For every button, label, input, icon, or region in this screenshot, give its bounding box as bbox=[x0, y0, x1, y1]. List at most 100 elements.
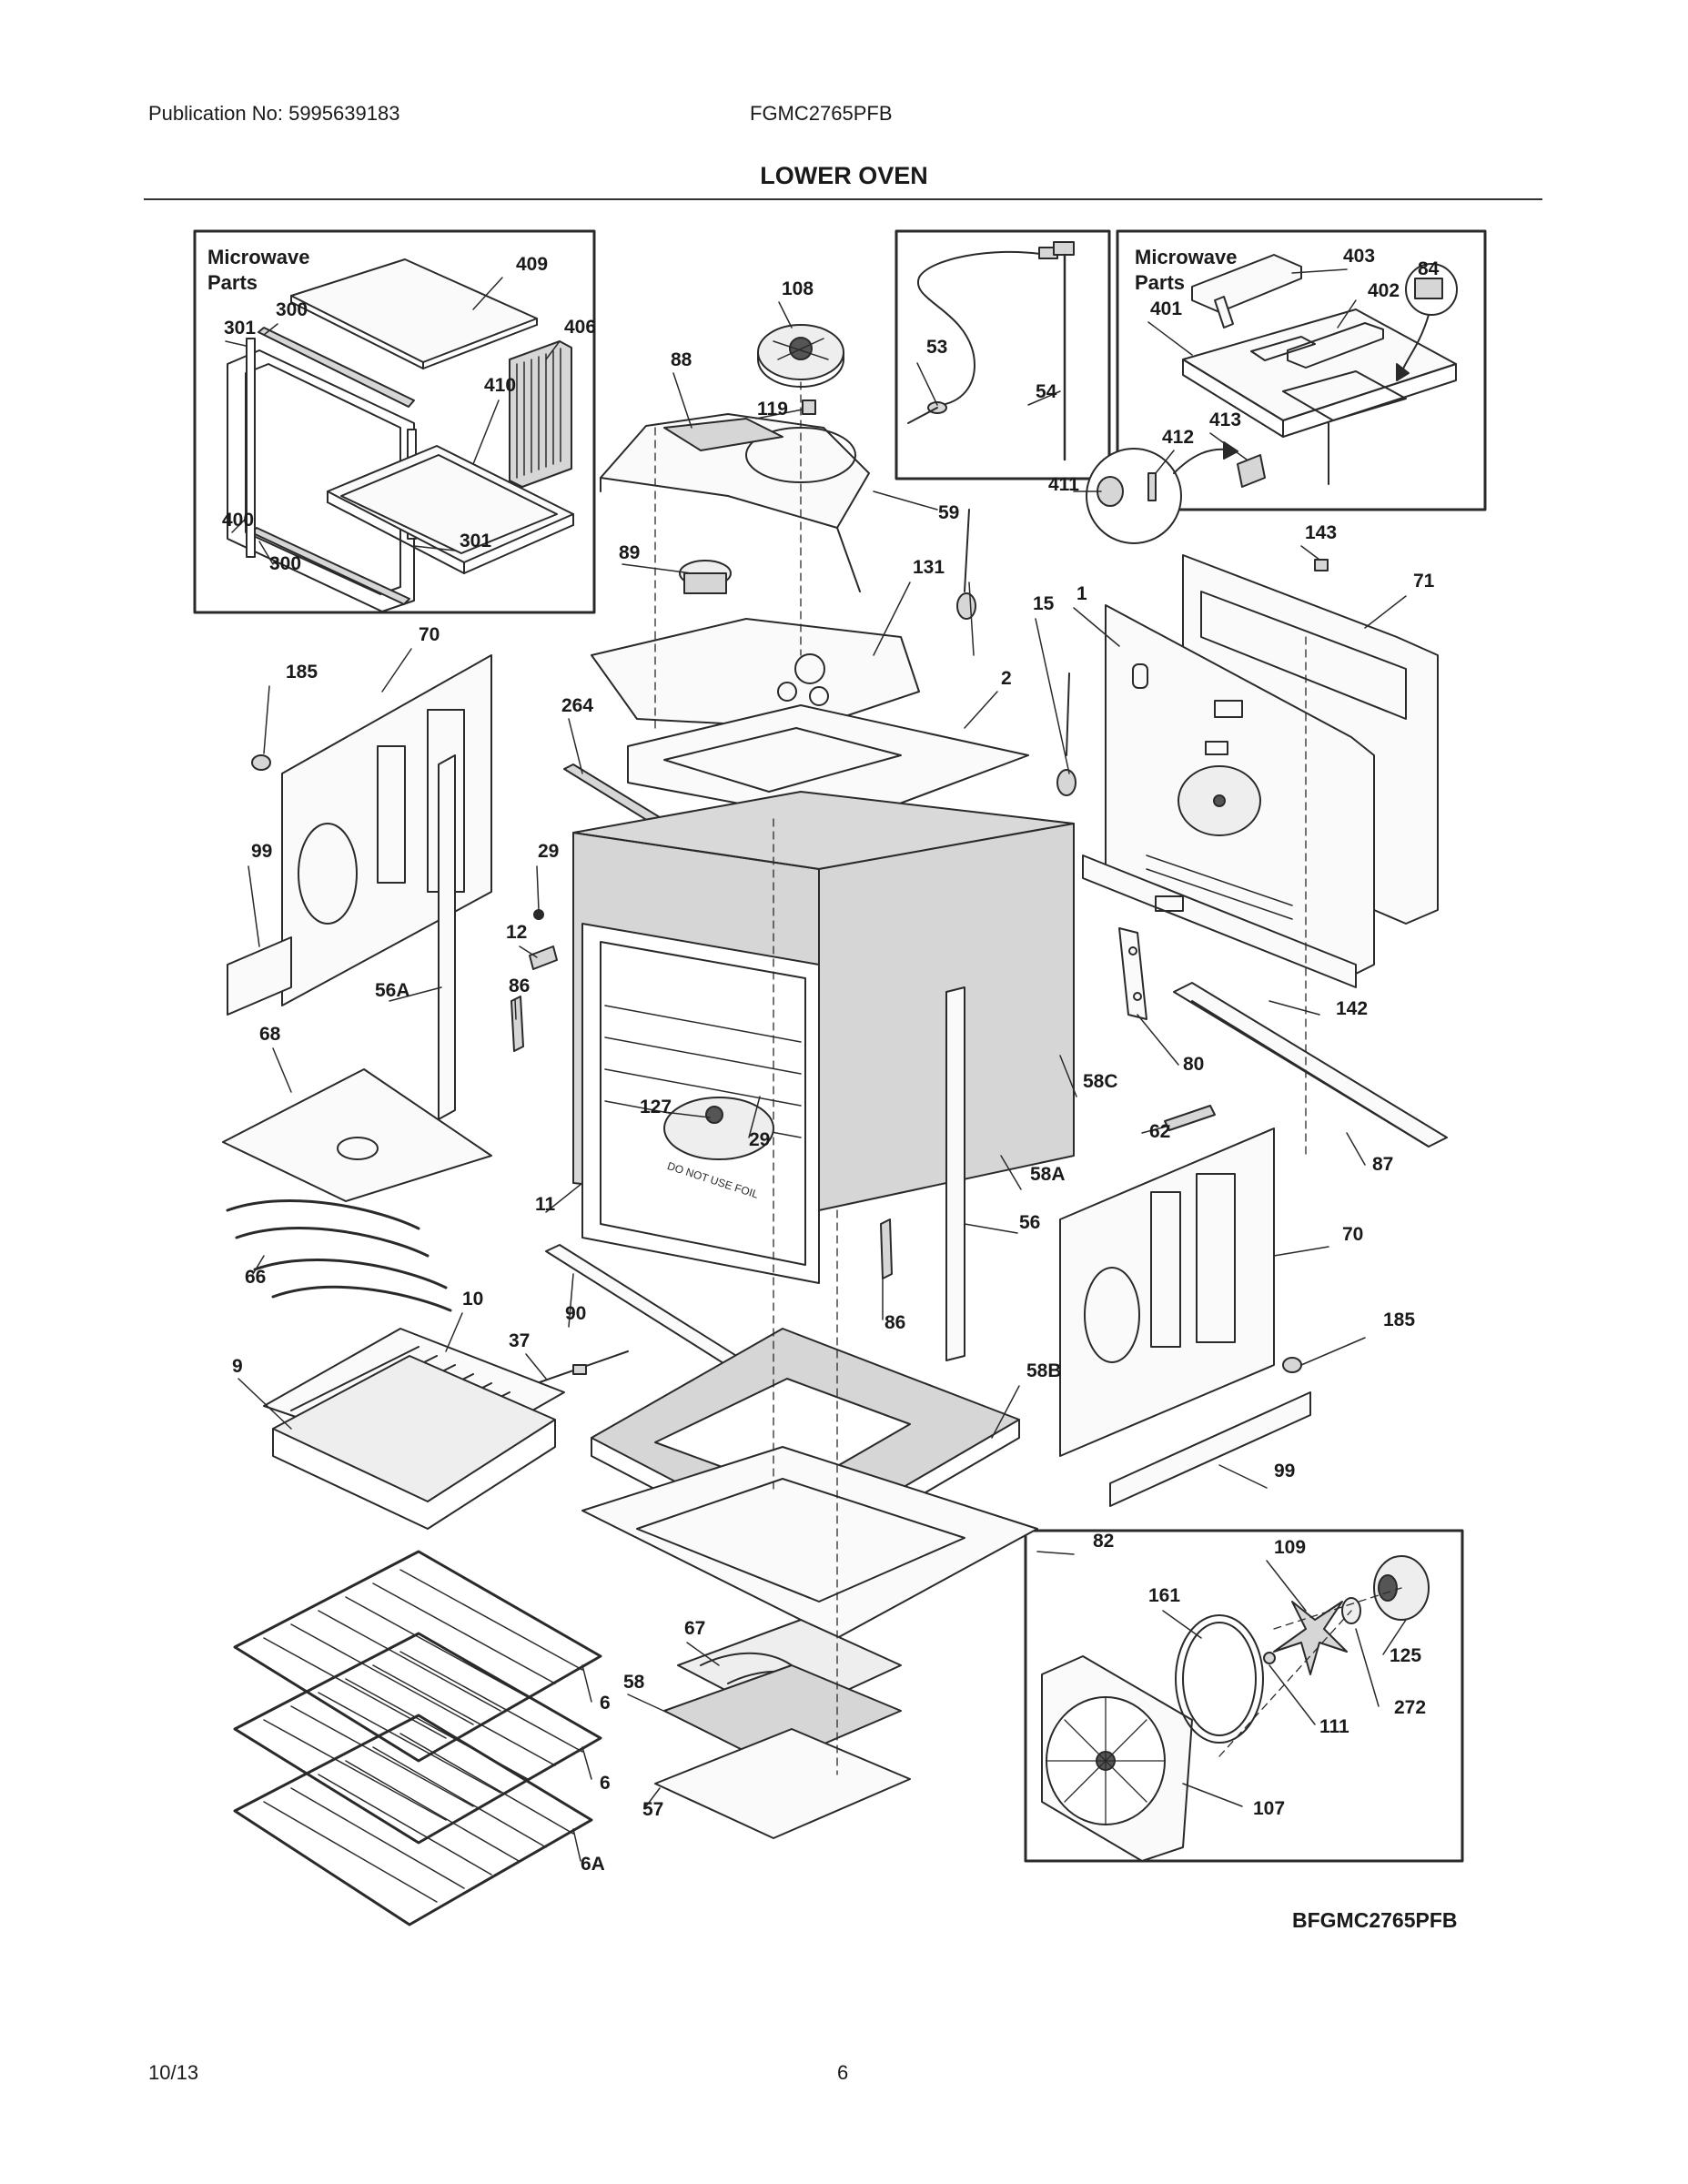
publication-number: Publication No: 5995639183 bbox=[148, 102, 400, 125]
bracket-86-right bbox=[880, 1218, 893, 1279]
callout-90: 90 bbox=[565, 1303, 586, 1324]
callout-59: 59 bbox=[938, 502, 959, 523]
callout-82: 82 bbox=[1093, 1531, 1114, 1552]
oven-door-frame-11: DO NOT USE FOIL bbox=[581, 923, 820, 1284]
broil-element-cover-68 bbox=[222, 1068, 492, 1202]
callout-58a: 58A bbox=[1030, 1164, 1066, 1185]
callout-66: 66 bbox=[245, 1267, 266, 1288]
thermal-fuse-411 bbox=[1086, 441, 1266, 544]
callout-413: 413 bbox=[1209, 410, 1241, 430]
callout-89: 89 bbox=[619, 542, 640, 563]
callout-272: 272 bbox=[1394, 1697, 1426, 1718]
broiler-pan-9 bbox=[272, 1355, 556, 1530]
callout-412: 412 bbox=[1162, 427, 1194, 448]
rear-channel-142 bbox=[1082, 854, 1357, 988]
callout-15: 15 bbox=[1033, 593, 1055, 614]
callout-86: 86 bbox=[884, 1312, 905, 1333]
vent-panel-131 bbox=[591, 618, 920, 729]
callout-9: 9 bbox=[232, 1356, 243, 1377]
title-rule bbox=[144, 198, 1542, 200]
top-panel-2 bbox=[627, 704, 1029, 824]
insulation-58 bbox=[663, 1664, 902, 1766]
air-duct-59 bbox=[600, 413, 870, 592]
microwave-tray-410 bbox=[327, 445, 574, 574]
callout-84: 84 bbox=[1418, 258, 1440, 279]
callout-301: 301 bbox=[460, 531, 491, 551]
publication-date: 10/13 bbox=[148, 2061, 199, 2084]
callout-111: 111 bbox=[1319, 1716, 1349, 1737]
oven-rack-6-top bbox=[233, 1550, 602, 1763]
callout-409: 409 bbox=[516, 254, 548, 275]
callout-87: 87 bbox=[1372, 1154, 1393, 1175]
rear-panel-1 bbox=[1105, 604, 1375, 979]
callout-29: 29 bbox=[749, 1129, 770, 1150]
hinge-12 bbox=[529, 945, 558, 970]
bracket-80 bbox=[1118, 927, 1147, 1020]
callout-1: 1 bbox=[1076, 583, 1087, 604]
side-trim-56 bbox=[945, 986, 965, 1361]
callout-403: 403 bbox=[1343, 246, 1375, 267]
side-panel-70-left bbox=[281, 654, 492, 1006]
callout-58b: 58B bbox=[1026, 1360, 1062, 1381]
page-title: LOWER OVEN bbox=[760, 162, 928, 189]
rear-rail-87 bbox=[1173, 982, 1448, 1148]
callout-109: 109 bbox=[1274, 1537, 1306, 1558]
oven-rack-6A bbox=[233, 1714, 593, 1926]
alignment-lines bbox=[654, 381, 1402, 1775]
callout-119: 119 bbox=[757, 399, 788, 420]
plug-185-left bbox=[251, 754, 271, 771]
sensor-inset bbox=[895, 229, 1111, 480]
callout-88: 88 bbox=[671, 349, 692, 370]
callout-56a: 56A bbox=[375, 980, 410, 1001]
callout-80: 80 bbox=[1183, 1054, 1204, 1075]
callout-6: 6 bbox=[600, 1773, 611, 1794]
callout-37: 37 bbox=[509, 1330, 530, 1351]
callout-71: 71 bbox=[1413, 571, 1435, 592]
bottom-cover-57 bbox=[654, 1728, 911, 1839]
callout-67: 67 bbox=[684, 1618, 705, 1639]
callout-10: 10 bbox=[462, 1289, 483, 1309]
callout-54: 54 bbox=[1036, 381, 1057, 402]
callout-70: 70 bbox=[419, 624, 440, 645]
callout-127: 127 bbox=[640, 1097, 672, 1117]
callout-58: 58 bbox=[623, 1672, 645, 1693]
clip-143 bbox=[1314, 559, 1329, 571]
oven-rack-6-middle bbox=[233, 1632, 602, 1845]
callout-68: 68 bbox=[259, 1024, 281, 1045]
nut-111 bbox=[1263, 1652, 1276, 1664]
callout-53: 53 bbox=[926, 337, 947, 358]
bracket-99-left bbox=[227, 936, 292, 1016]
callout-86: 86 bbox=[509, 976, 530, 996]
callout-125: 125 bbox=[1390, 1645, 1421, 1666]
microwave-bracket-403 bbox=[1191, 254, 1302, 329]
callout-58c: 58C bbox=[1083, 1071, 1118, 1092]
callout-131: 131 bbox=[913, 557, 945, 578]
callout-99: 99 bbox=[1274, 1461, 1295, 1481]
callout-70: 70 bbox=[1342, 1224, 1363, 1245]
sensor-wire-54 bbox=[1053, 241, 1075, 461]
callout-12: 12 bbox=[506, 922, 527, 943]
latch-switch-84 bbox=[1396, 263, 1458, 381]
callout-56: 56 bbox=[1019, 1212, 1040, 1233]
plug-185-right bbox=[1282, 1357, 1302, 1373]
convection-cover-108 bbox=[757, 324, 844, 415]
microwave-grille-406 bbox=[509, 340, 572, 488]
side-trim-56A bbox=[438, 754, 456, 1120]
callout-99: 99 bbox=[251, 841, 272, 862]
broil-element-66 bbox=[226, 1199, 452, 1312]
fan-ring-161 bbox=[1175, 1614, 1264, 1744]
callout-62: 62 bbox=[1149, 1121, 1170, 1142]
microwave-parts-inset-left bbox=[193, 229, 596, 614]
convection-fan-inset bbox=[1024, 1529, 1464, 1863]
side-panel-70-right bbox=[1059, 1127, 1275, 1457]
screw-29-top bbox=[533, 909, 544, 920]
bottom-frame-82 bbox=[581, 1446, 1038, 1639]
callout-11: 11 bbox=[535, 1194, 556, 1215]
bracket-86-left bbox=[510, 996, 524, 1052]
callout-143: 143 bbox=[1305, 522, 1337, 543]
microwave-plate-401 bbox=[1182, 308, 1457, 485]
callout-401: 401 bbox=[1150, 298, 1182, 319]
